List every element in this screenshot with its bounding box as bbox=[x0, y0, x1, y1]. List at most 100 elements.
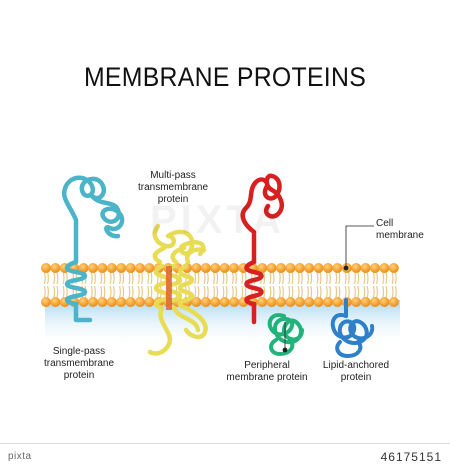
lipid-tail bbox=[325, 285, 328, 299]
lipid-tail bbox=[335, 285, 338, 299]
lipid-tail bbox=[263, 285, 266, 299]
lipid-tail bbox=[307, 285, 309, 299]
lipid-head bbox=[229, 297, 239, 307]
lipid-head bbox=[332, 263, 343, 273]
label-single-pass: Single-pass transmembrane protein bbox=[43, 346, 115, 381]
lipid-tail bbox=[137, 285, 140, 299]
lipid-tail bbox=[128, 285, 131, 299]
lipid-tail bbox=[53, 271, 56, 285]
lipid-tail bbox=[338, 285, 341, 299]
lipid-tail bbox=[282, 271, 284, 285]
lipid-head bbox=[88, 263, 98, 273]
lipid-tail bbox=[335, 271, 338, 285]
lipid-tail bbox=[382, 271, 385, 285]
lipid-tail bbox=[278, 285, 281, 299]
lipid-tail bbox=[354, 271, 356, 285]
label-multi-pass: Multi-pass transmembrane protein bbox=[137, 170, 209, 205]
lipid-head bbox=[257, 297, 268, 307]
label-peripheral: Peripheral membrane protein bbox=[226, 360, 308, 383]
lipid-tail bbox=[90, 271, 93, 285]
lipid-tail bbox=[297, 285, 300, 299]
lipid-tail bbox=[244, 285, 247, 299]
lipid-tail bbox=[329, 285, 331, 299]
lipid-tail bbox=[344, 285, 347, 299]
lipid-tail bbox=[329, 271, 331, 285]
lipid-head bbox=[210, 263, 221, 273]
lipid-tail bbox=[394, 271, 397, 285]
lipid-tail bbox=[103, 285, 106, 299]
lipid-head bbox=[116, 263, 127, 273]
lipid-head bbox=[41, 297, 51, 307]
lipid-head bbox=[294, 263, 305, 273]
lipid-tail bbox=[241, 271, 244, 285]
lipid-head bbox=[50, 297, 61, 307]
lipid-head bbox=[370, 263, 380, 273]
lipid-tail bbox=[263, 271, 266, 285]
lipid-tail bbox=[203, 271, 206, 285]
lipid-tail bbox=[288, 271, 291, 285]
lipid-tail bbox=[122, 285, 125, 299]
lipid-tail bbox=[109, 271, 112, 285]
lipid-tail bbox=[213, 271, 215, 285]
lipid-head bbox=[313, 263, 324, 273]
lipid-tail bbox=[43, 285, 46, 299]
lipid-head bbox=[360, 297, 371, 307]
lipid-head bbox=[78, 263, 89, 273]
lipid-head bbox=[97, 297, 108, 307]
lipid-tail bbox=[47, 271, 49, 285]
lipid-head bbox=[304, 263, 315, 273]
lipid-tail bbox=[347, 285, 350, 299]
lipid-head bbox=[257, 263, 268, 273]
lipid-tail bbox=[203, 285, 206, 299]
lipid-tail bbox=[216, 271, 219, 285]
lipid-head bbox=[379, 263, 390, 273]
lipid-tail bbox=[354, 285, 356, 299]
lipid-tail bbox=[222, 285, 225, 299]
lipid-tail bbox=[338, 271, 341, 285]
lipid-tail bbox=[43, 271, 46, 285]
lipid-head bbox=[332, 297, 343, 307]
lipid-tail bbox=[197, 271, 200, 285]
lipid-head bbox=[200, 263, 211, 273]
lipid-head bbox=[106, 263, 117, 273]
lipid-tail bbox=[372, 285, 375, 299]
lipid-tail bbox=[288, 285, 291, 299]
lipid-tail bbox=[231, 271, 234, 285]
lipid-head bbox=[50, 263, 61, 273]
lipid-head bbox=[229, 263, 239, 273]
lipid-tail bbox=[363, 285, 366, 299]
stock-id: 46175151 bbox=[380, 449, 442, 464]
lipid-tail bbox=[225, 271, 228, 285]
lipid-tail bbox=[347, 271, 350, 285]
lipid-tail bbox=[319, 271, 322, 285]
lipid-tail bbox=[382, 285, 385, 299]
lipid-tail bbox=[213, 285, 215, 299]
lipid-tail bbox=[225, 285, 228, 299]
lipid-tail bbox=[307, 271, 309, 285]
lipid-head bbox=[116, 297, 127, 307]
lipid-head bbox=[304, 297, 315, 307]
lipid-tail bbox=[291, 271, 294, 285]
lipid-tail bbox=[376, 285, 378, 299]
lipid-tail bbox=[62, 285, 65, 299]
lipid-head bbox=[276, 263, 286, 273]
lipid-tail bbox=[391, 271, 394, 285]
lipid-head bbox=[323, 263, 333, 273]
lipid-anchored-protein bbox=[330, 298, 375, 358]
lipid-tail bbox=[300, 271, 303, 285]
lipid-head bbox=[200, 297, 211, 307]
lipid-head bbox=[388, 263, 399, 273]
lipid-tail bbox=[357, 285, 360, 299]
lipid-head bbox=[88, 297, 98, 307]
lipid-tail bbox=[194, 285, 197, 299]
lipid-head bbox=[266, 297, 277, 307]
diagram-title: MEMBRANE PROTEINS bbox=[83, 62, 367, 92]
lipid-tail bbox=[344, 271, 347, 285]
lipid-tail bbox=[319, 285, 322, 299]
lipid-tail bbox=[269, 285, 272, 299]
lipid-tail bbox=[231, 285, 234, 299]
lipid-tail bbox=[278, 271, 281, 285]
lipid-tail bbox=[206, 271, 209, 285]
lipid-tail bbox=[222, 271, 225, 285]
